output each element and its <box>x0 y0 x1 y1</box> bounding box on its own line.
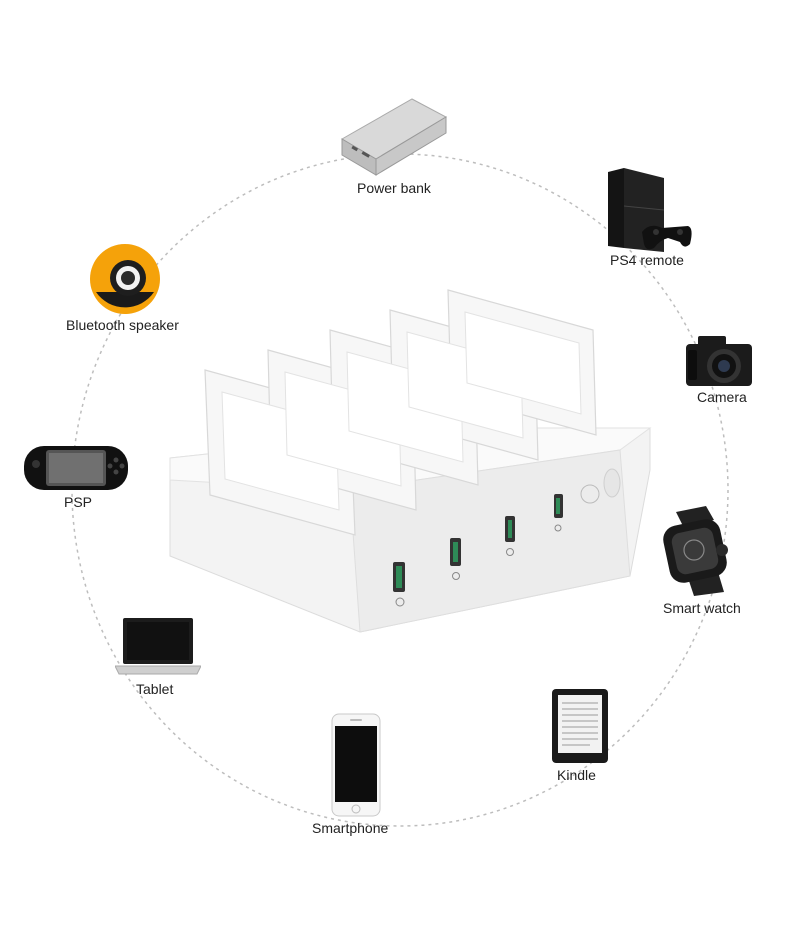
bluetooth-speaker-icon <box>90 244 160 314</box>
camera-icon <box>686 336 752 386</box>
charging-station <box>169 289 652 633</box>
smart-watch-label: Smart watch <box>663 600 741 616</box>
ps4-remote-label: PS4 remote <box>610 252 684 268</box>
camera-label: Camera <box>697 389 747 405</box>
power-bank-label: Power bank <box>357 180 431 196</box>
tablet-icon <box>115 618 201 675</box>
psp-label: PSP <box>64 494 93 510</box>
smartphone-icon <box>331 713 381 817</box>
smartphone-label: Smartphone <box>312 820 389 836</box>
power-indicator <box>580 484 600 504</box>
ps4-console-icon <box>608 168 692 252</box>
smart-watch-icon <box>663 506 728 596</box>
bluetooth-speaker-label: Bluetooth speaker <box>66 317 179 333</box>
psp-icon <box>24 446 128 490</box>
kindle-icon <box>552 689 608 763</box>
kindle-label: Kindle <box>557 767 596 783</box>
tablet-label: Tablet <box>136 681 174 697</box>
power-bank-icon <box>341 98 448 176</box>
